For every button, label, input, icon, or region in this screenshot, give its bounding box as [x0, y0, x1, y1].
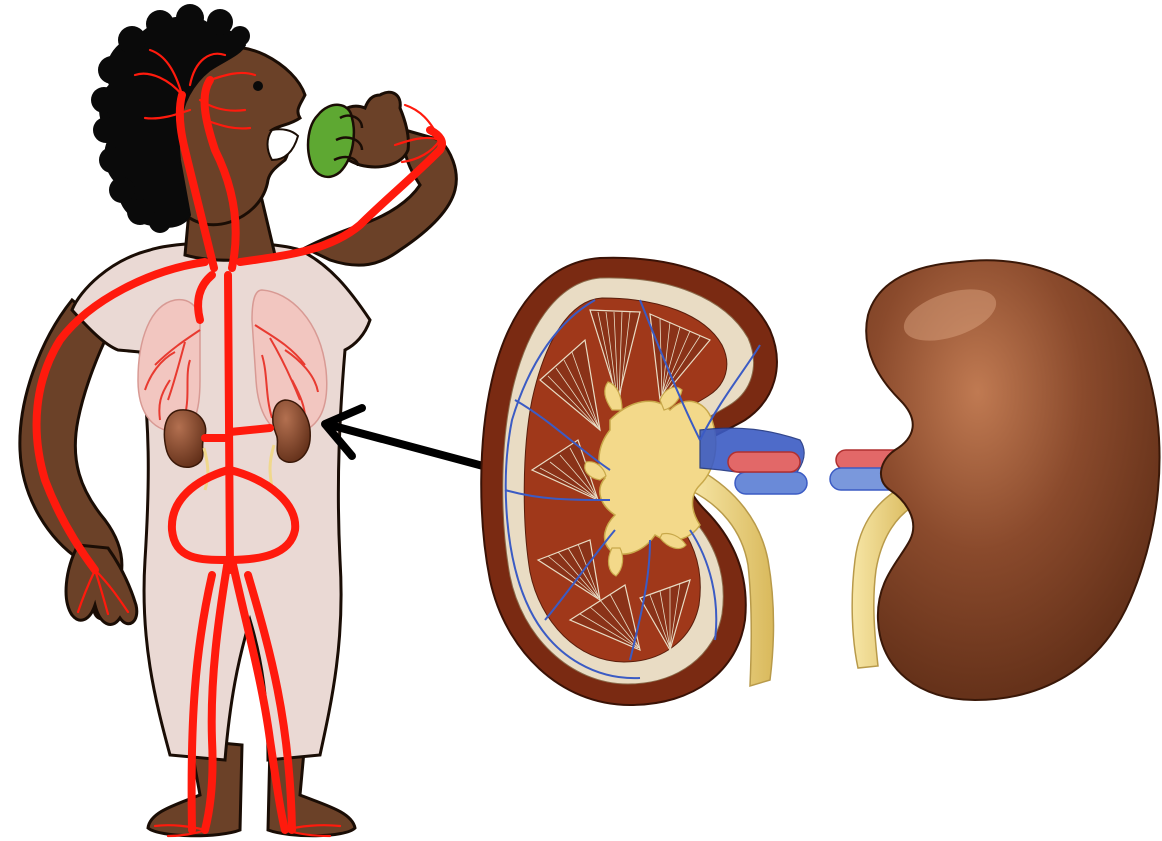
left-hand: [66, 545, 137, 624]
renal-vein-stub: [735, 472, 807, 494]
kidney-exterior: [830, 260, 1160, 700]
eye: [253, 81, 263, 91]
kidney-cross-section: [481, 258, 807, 705]
body-kidney-left: [164, 410, 205, 467]
renal-artery-stub: [728, 452, 800, 472]
pointer-arrow: [325, 408, 498, 470]
body-garment: [72, 243, 370, 761]
mouth: [268, 129, 299, 160]
human-figure: [20, 4, 456, 836]
